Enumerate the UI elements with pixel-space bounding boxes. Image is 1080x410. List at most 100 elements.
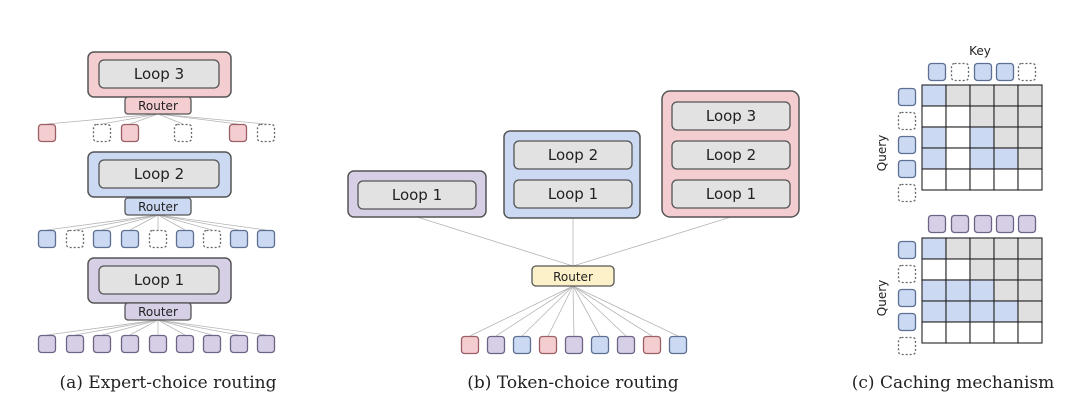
loop2-inner-box: [98, 159, 220, 189]
cache-top-query-blue-token: [897, 159, 917, 179]
ec-row1-line: [157, 319, 240, 336]
tc-token-line: [572, 285, 575, 337]
cache-top-cell: [969, 147, 995, 170]
cache-bottom-cell: [945, 237, 971, 260]
ec-row3-red-token: [120, 123, 140, 143]
tc-blue-loop1-label: Loop 1: [548, 185, 598, 203]
key-axis-label: Key: [969, 44, 991, 58]
tc-purple-token: [616, 335, 636, 355]
ec-row3-line: [101, 113, 159, 125]
tc-blue-token: [512, 335, 532, 355]
caption-expert-choice: (a) Expert-choice routing: [60, 373, 277, 393]
tc-token-line: [469, 285, 574, 337]
cache-top-cell: [1017, 147, 1043, 170]
cache-top-key-blue-token: [995, 62, 1015, 82]
cache-bottom-cell: [969, 321, 995, 344]
cache-bottom-cell: [1017, 258, 1043, 281]
cache-bottom-cell: [993, 300, 1019, 323]
ec-row2-line: [46, 214, 159, 231]
ec-row3-line: [46, 113, 159, 125]
cache-top-cell: [969, 105, 995, 128]
tc-token-line: [572, 285, 653, 337]
cache-bottom-key-purple-token: [950, 214, 970, 234]
caption-token-choice: (b) Token-choice routing: [467, 373, 679, 393]
cache-top-query-blue-token: [897, 87, 917, 107]
loop3-label: Loop 3: [134, 65, 184, 83]
ec-row3-empty-token: [256, 123, 276, 143]
tc-token-line: [572, 285, 627, 337]
ec-row2-line: [157, 214, 267, 231]
cache-top-cell: [1017, 168, 1043, 191]
tc-purple-token: [564, 335, 584, 355]
ec-row2-empty-token: [148, 229, 168, 249]
tc-red-loop1-box: [671, 179, 791, 209]
ec-row2-line: [157, 214, 186, 231]
ec-row1-line: [157, 319, 213, 336]
query-axis-label-bottom: Query: [875, 280, 889, 316]
query-axis-label-top: Query: [875, 135, 889, 171]
cache-top-cell: [993, 147, 1019, 170]
cache-bottom-cell: [969, 237, 995, 260]
cache-bottom-cell: [969, 279, 995, 302]
cache-top-cell: [993, 105, 1019, 128]
cache-bottom-cell: [969, 300, 995, 323]
ec-row2-empty-token: [65, 229, 85, 249]
cache-bottom-cell: [921, 258, 947, 281]
tc-router-to-red-line: [572, 216, 732, 267]
ec-row3-red-token: [37, 123, 57, 143]
expert-choice-lines: [46, 113, 267, 336]
cache-top-cell: [969, 126, 995, 149]
ec-row2-line: [74, 214, 159, 231]
ec-row1-purple-token: [229, 334, 249, 354]
cache-top-cell: [945, 147, 971, 170]
cache-top-cell: [1017, 84, 1043, 107]
tc-token-line: [521, 285, 574, 337]
tc-token-line: [495, 285, 574, 337]
ec-row2-blue-token: [175, 229, 195, 249]
cache-bottom-query-blue-token: [897, 288, 917, 308]
tc-token-line: [547, 285, 574, 337]
loop1-label: Loop 1: [134, 271, 184, 289]
ec-row3-line: [129, 113, 159, 125]
tc-red-loop2-box: [671, 140, 791, 170]
cache-bottom-cell: [993, 321, 1019, 344]
cache-bottom-cell: [969, 258, 995, 281]
cache-bottom-cell: [993, 237, 1019, 260]
tc-token-line: [572, 285, 601, 337]
token-choice-tokens: [460, 335, 688, 355]
tc-router-to-purple-line: [416, 216, 574, 267]
cache-top-cell: [969, 168, 995, 191]
tc-token-line: [572, 285, 679, 337]
cache-top-cell: [921, 84, 947, 107]
cache-top-query-blue-token: [897, 135, 917, 155]
ec-row3-line: [157, 113, 184, 125]
tc-blue-loop1-box: [513, 179, 633, 209]
ec-row2-blue-token: [120, 229, 140, 249]
loop3-inner-box: [98, 59, 220, 89]
cache-bottom-query-empty-token: [897, 336, 917, 356]
cache-top-cell: [945, 126, 971, 149]
tc-blue-token: [590, 335, 610, 355]
tc-router-label: Router: [553, 270, 593, 284]
cache-bottom-cell: [945, 279, 971, 302]
ec-row1-purple-token: [37, 334, 57, 354]
ec-row2-line: [101, 214, 159, 231]
cache-bottom-cell: [921, 237, 947, 260]
ec-row2-blue-token: [92, 229, 112, 249]
cache-bottom-key-purple-token: [927, 214, 947, 234]
ec-row2-line: [129, 214, 159, 231]
cache-bottom-query-empty-token: [897, 264, 917, 284]
cache-bottom-cell: [945, 300, 971, 323]
ec-row1-line: [157, 319, 186, 336]
ec-row1-purple-token: [202, 334, 222, 354]
tc-red-token: [642, 335, 662, 355]
ec-row1-purple-token: [175, 334, 195, 354]
tc-blue-token: [668, 335, 688, 355]
cache-bottom-cell: [921, 279, 947, 302]
tc-red-loop3-box: [671, 101, 791, 131]
ec-row3-empty-token: [173, 123, 193, 143]
tc-purple-loop1-box: [357, 180, 477, 210]
cache-top-cell: [1017, 126, 1043, 149]
cache-bottom-cell: [993, 279, 1019, 302]
router-label-loop2: Router: [138, 200, 178, 214]
